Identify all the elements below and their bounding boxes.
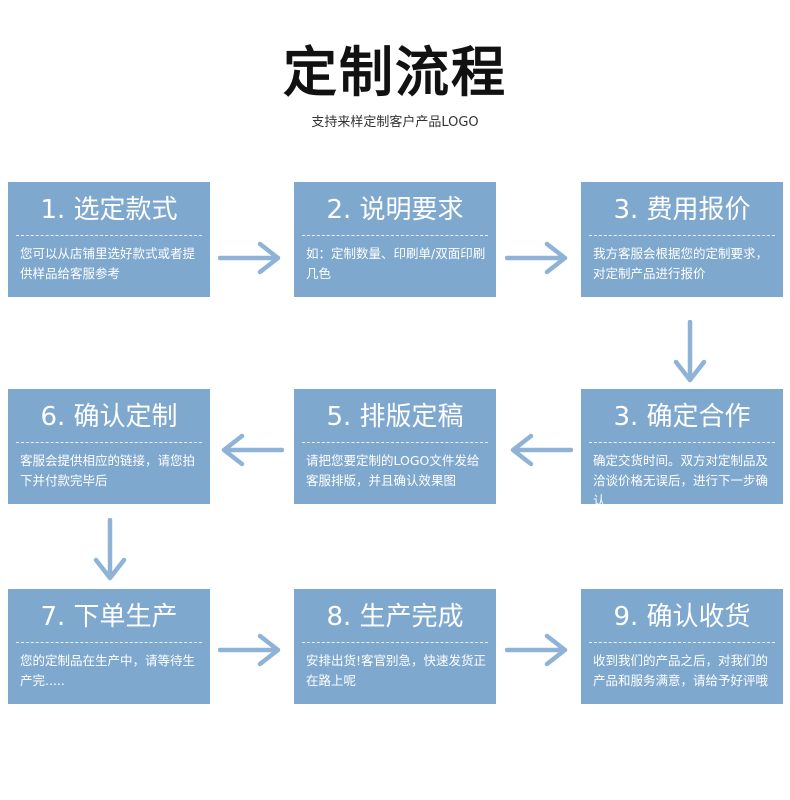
- step-5-title: 5. 排版定稿: [326, 402, 464, 432]
- step-2-desc: 如：定制数量、印刷单/双面印刷几色: [306, 246, 486, 281]
- step-3-box: 3. 费用报价 我方客服会根据您的定制要求，对定制产品进行报价: [581, 182, 783, 297]
- step-9-box: 9. 确认收货 收到我们的产品之后，对我们的产品和服务满意，请给予好评哦: [581, 589, 783, 704]
- step-7-title: 7. 下单生产: [40, 602, 178, 632]
- arrow-right-icon: [505, 240, 571, 276]
- step-8-box: 8. 生产完成 安排出货!客官别急，快速发货正在路上呢: [294, 589, 496, 704]
- step-6-title: 6. 确认定制: [40, 402, 178, 432]
- step-1-title: 1. 选定款式: [40, 195, 178, 225]
- step-9-title: 9. 确认收货: [613, 602, 751, 632]
- step-8-desc: 安排出货!客官别急，快速发货正在路上呢: [306, 653, 486, 688]
- arrow-right-icon: [218, 240, 284, 276]
- arrow-left-icon: [507, 432, 573, 468]
- step-divider: [16, 642, 202, 643]
- step-1-desc: 您可以从店铺里选好款式或者提供样品给客服参考: [20, 246, 196, 281]
- step-divider: [302, 235, 488, 236]
- step-divider: [589, 642, 775, 643]
- step-divider: [16, 235, 202, 236]
- step-4-box: 3. 确定合作 确定交货时间。双方对定制品及洽谈价格无误后，进行下一步确认: [581, 389, 783, 504]
- step-6-box: 6. 确认定制 客服会提供相应的链接，请您拍下并付款完毕后: [8, 389, 210, 504]
- arrow-down-icon: [92, 518, 128, 584]
- arrow-right-icon: [505, 632, 571, 668]
- step-divider: [589, 235, 775, 236]
- step-3-title: 3. 费用报价: [613, 195, 751, 225]
- arrow-right-icon: [218, 632, 284, 668]
- step-9-desc: 收到我们的产品之后，对我们的产品和服务满意，请给予好评哦: [593, 653, 769, 688]
- step-divider: [589, 442, 775, 443]
- arrow-down-icon: [672, 320, 708, 386]
- step-2-title: 2. 说明要求: [326, 195, 464, 225]
- step-3-desc: 我方客服会根据您的定制要求，对定制产品进行报价: [593, 246, 769, 281]
- arrow-left-icon: [218, 432, 284, 468]
- step-divider: [302, 642, 488, 643]
- step-6-desc: 客服会提供相应的链接，请您拍下并付款完毕后: [20, 453, 196, 488]
- step-5-desc: 请把您要定制的LOGO文件发给客服排版，并且确认效果图: [306, 453, 480, 488]
- step-4-title: 3. 确定合作: [613, 402, 751, 432]
- step-7-box: 7. 下单生产 您的定制品在生产中，请等待生产完.....: [8, 589, 210, 704]
- step-8-title: 8. 生产完成: [326, 602, 464, 632]
- step-divider: [302, 442, 488, 443]
- page-subtitle: 支持来样定制客户产品LOGO: [311, 115, 479, 130]
- step-1-box: 1. 选定款式 您可以从店铺里选好款式或者提供样品给客服参考: [8, 182, 210, 297]
- step-4-desc: 确定交货时间。双方对定制品及洽谈价格无误后，进行下一步确认: [593, 453, 769, 504]
- step-7-desc: 您的定制品在生产中，请等待生产完.....: [20, 653, 196, 688]
- step-2-box: 2. 说明要求 如：定制数量、印刷单/双面印刷几色: [294, 182, 496, 297]
- step-5-box: 5. 排版定稿 请把您要定制的LOGO文件发给客服排版，并且确认效果图: [294, 389, 496, 504]
- page-title: 定制流程: [283, 41, 507, 104]
- step-divider: [16, 442, 202, 443]
